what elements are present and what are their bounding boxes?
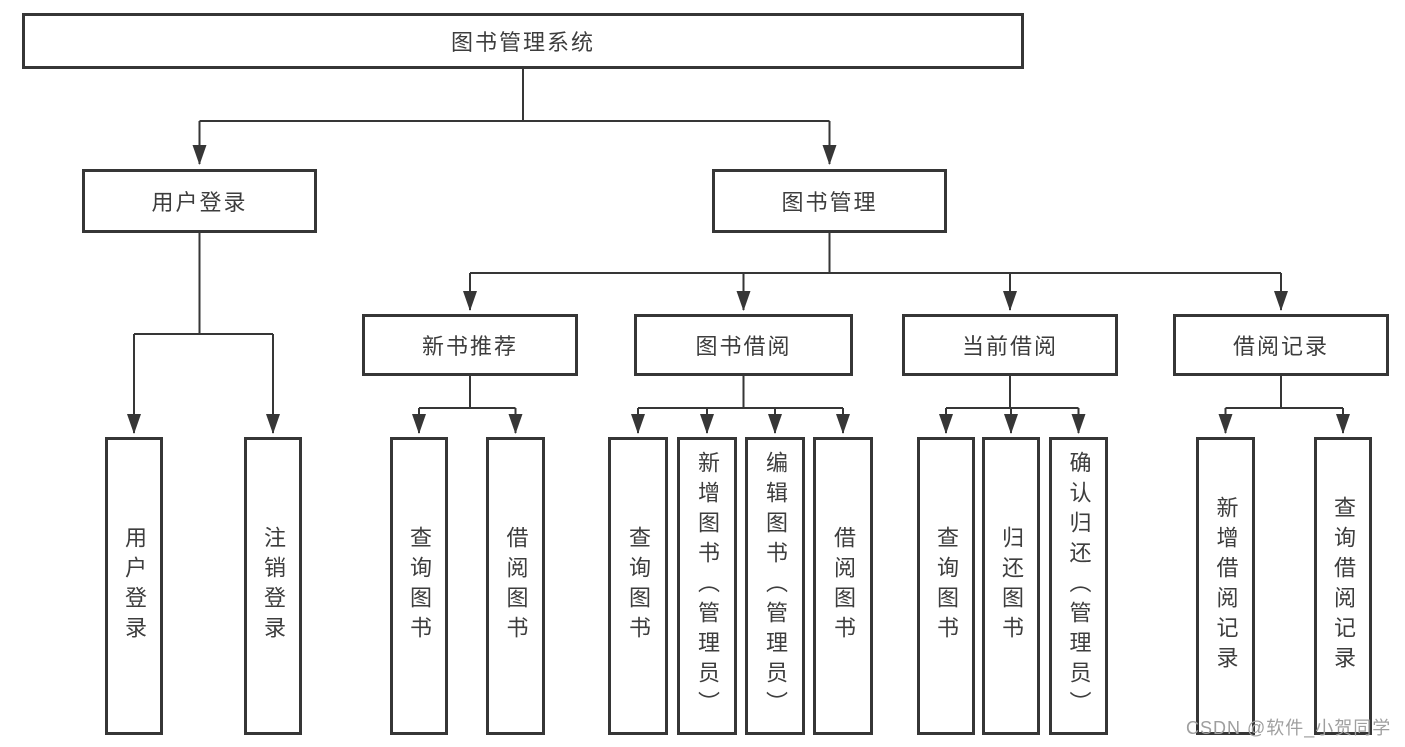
leaf-query-books-borrow: 查询图书 (608, 437, 668, 735)
leaf-edit-books-admin: 编辑图书（管理员） (745, 437, 805, 735)
node-root-system: 图书管理系统 (22, 13, 1024, 69)
leaf-add-books-admin: 新增图书（管理员） (677, 437, 737, 735)
node-current-borrow: 当前借阅 (902, 314, 1118, 376)
leaf-query-books-borrow-label: 查询图书 (626, 526, 651, 646)
leaf-borrow-books-recommend-label: 借阅图书 (503, 526, 529, 646)
leaf-return-books: 归还图书 (982, 437, 1040, 735)
leaf-user-login-label: 用户登录 (122, 526, 147, 646)
leaf-borrow-books: 借阅图书 (813, 437, 873, 735)
leaf-return-books-label: 归还图书 (999, 526, 1024, 646)
leaf-add-books-admin-label: 新增图书（管理员） (695, 451, 720, 721)
leaf-borrow-books-label: 借阅图书 (831, 526, 856, 646)
node-user-login: 用户登录 (82, 169, 317, 233)
leaf-logout: 注销登录 (244, 437, 302, 735)
leaf-confirm-return-admin-label: 确认归还（管理员） (1066, 451, 1092, 721)
node-new-book-recommend: 新书推荐 (362, 314, 578, 376)
leaf-edit-books-admin-label: 编辑图书（管理员） (763, 451, 788, 721)
leaf-borrow-books-recommend: 借阅图书 (486, 437, 545, 735)
leaf-query-books-recommend: 查询图书 (390, 437, 448, 735)
node-book-management: 图书管理 (712, 169, 947, 233)
leaf-query-books-current-label: 查询图书 (934, 526, 959, 646)
leaf-add-borrow-record: 新增借阅记录 (1196, 437, 1255, 735)
leaf-confirm-return-admin: 确认归还（管理员） (1049, 437, 1108, 735)
leaf-query-books-current: 查询图书 (917, 437, 975, 735)
leaf-logout-label: 注销登录 (261, 526, 286, 646)
leaf-add-borrow-record-label: 新增借阅记录 (1213, 496, 1239, 676)
node-borrow-records: 借阅记录 (1173, 314, 1389, 376)
leaf-query-borrow-record: 查询借阅记录 (1314, 437, 1372, 735)
leaf-user-login: 用户登录 (105, 437, 163, 735)
node-book-borrow: 图书借阅 (634, 314, 853, 376)
csdn-watermark: CSDN @软件_小贺同学 (1186, 718, 1392, 738)
leaf-query-books-recommend-label: 查询图书 (407, 526, 432, 646)
leaf-query-borrow-record-label: 查询借阅记录 (1331, 496, 1356, 676)
